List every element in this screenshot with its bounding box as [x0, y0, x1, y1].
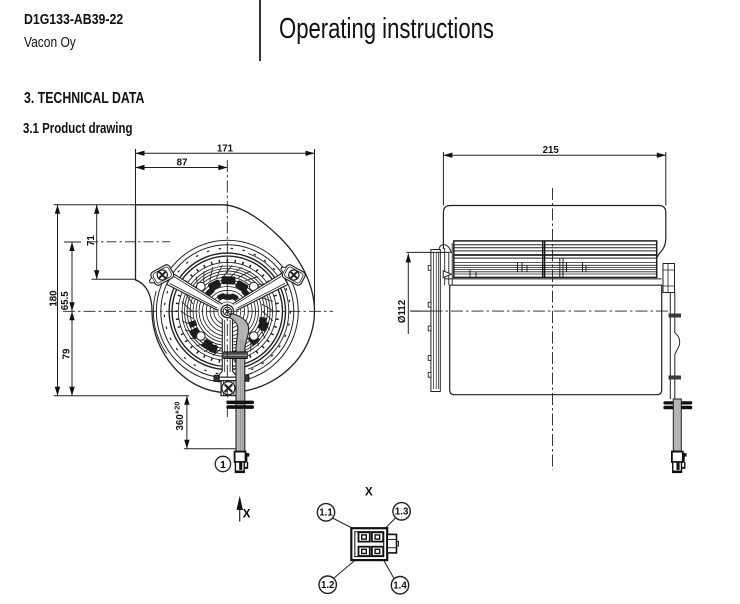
svg-text:71: 71: [86, 235, 97, 246]
svg-text:Ø112: Ø112: [397, 300, 408, 323]
svg-text:X: X: [365, 486, 373, 498]
svg-text:1.1: 1.1: [319, 508, 333, 519]
svg-text:X: X: [243, 508, 251, 520]
svg-text:360+20: 360+20: [173, 402, 187, 431]
svg-text:65.5: 65.5: [60, 291, 71, 310]
svg-text:1.3: 1.3: [395, 507, 409, 518]
svg-text:87: 87: [177, 158, 188, 169]
svg-text:1.2: 1.2: [321, 580, 334, 591]
svg-text:79: 79: [62, 348, 73, 359]
svg-text:215: 215: [543, 145, 560, 156]
svg-text:180: 180: [49, 291, 60, 307]
svg-text:1.4: 1.4: [393, 581, 407, 592]
svg-text:1: 1: [220, 459, 226, 471]
svg-text:171: 171: [217, 143, 234, 154]
